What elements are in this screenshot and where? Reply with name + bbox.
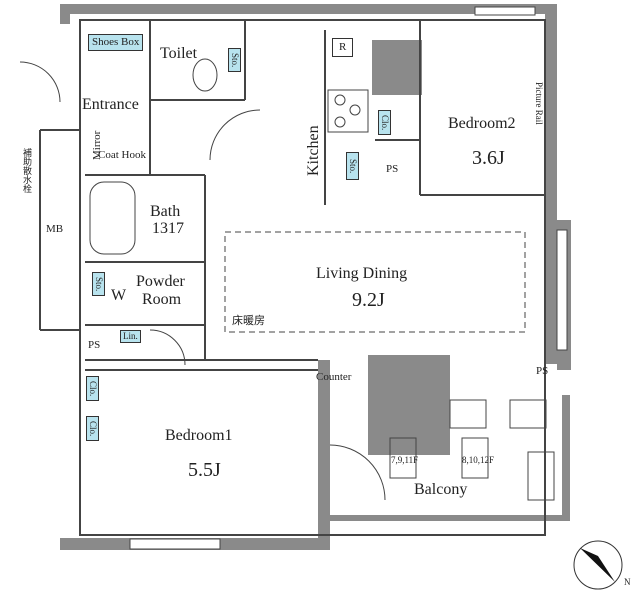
door-swings: [19, 61, 386, 501]
bedroom1-closet-label-2: Clo.: [86, 416, 99, 442]
bath-size-label: 1317: [152, 220, 184, 237]
kitchen-storage-label: Sto.: [346, 152, 359, 181]
bedroom2-closet-label: Clo.: [378, 110, 391, 136]
picture-rail-label: Picture Rail: [534, 82, 544, 125]
mb-label: MB: [46, 223, 64, 235]
bedroom1-closet-label-1: Clo.: [86, 376, 99, 402]
linen-label: Lin.: [120, 330, 141, 343]
shoes-box-label: Shoes Box: [88, 34, 144, 51]
entrance-label: Entrance: [82, 96, 139, 113]
floor-heating-area: [224, 231, 526, 333]
hatch-label-left: 7,9,11F: [391, 455, 419, 465]
bedroom2-size-label: 3.6J: [472, 147, 505, 169]
north-arrow: [573, 540, 623, 590]
interior-walls: [39, 19, 546, 536]
living-size-label: 9.2J: [352, 289, 385, 311]
powder-room-label-1: Powder: [136, 273, 185, 290]
stove: [327, 89, 369, 133]
toilet-label: Toilet: [160, 45, 198, 62]
coat-hook-label: Coat Hook: [98, 149, 146, 161]
bedroom2-label: Bedroom2: [448, 115, 516, 132]
bath-label: Bath: [150, 203, 181, 220]
north-label: N: [624, 577, 631, 587]
counter-label: Counter: [316, 371, 352, 383]
balcony-label: Balcony: [414, 481, 468, 498]
powder-storage-label: Sto.: [92, 272, 105, 297]
windows: [129, 6, 568, 550]
washer-label: W: [111, 287, 127, 304]
bathtub: [89, 181, 136, 255]
refrigerator-label: R: [332, 38, 354, 57]
ps-label-left: PS: [88, 339, 101, 351]
ps-label-right: PS: [536, 365, 549, 377]
living-dining-label: Living Dining: [316, 265, 408, 282]
floor-heating-label: 床暖房: [232, 315, 265, 327]
toilet-storage-label: Sto.: [228, 48, 241, 73]
bedroom1-label: Bedroom1: [165, 427, 233, 444]
balcony-hatches: [389, 399, 555, 501]
toilet-bowl: [192, 58, 218, 92]
hatch-label-right: 8,10,12F: [462, 455, 495, 465]
ps-label-kitchen: PS: [386, 163, 399, 175]
bedroom1-size-label: 5.5J: [188, 459, 221, 481]
sprinkler-note-label: 補助散水栓: [22, 148, 32, 193]
kitchen-label: Kitchen: [305, 125, 322, 176]
structural-walls: [60, 4, 571, 550]
powder-room-label-2: Room: [142, 291, 182, 308]
